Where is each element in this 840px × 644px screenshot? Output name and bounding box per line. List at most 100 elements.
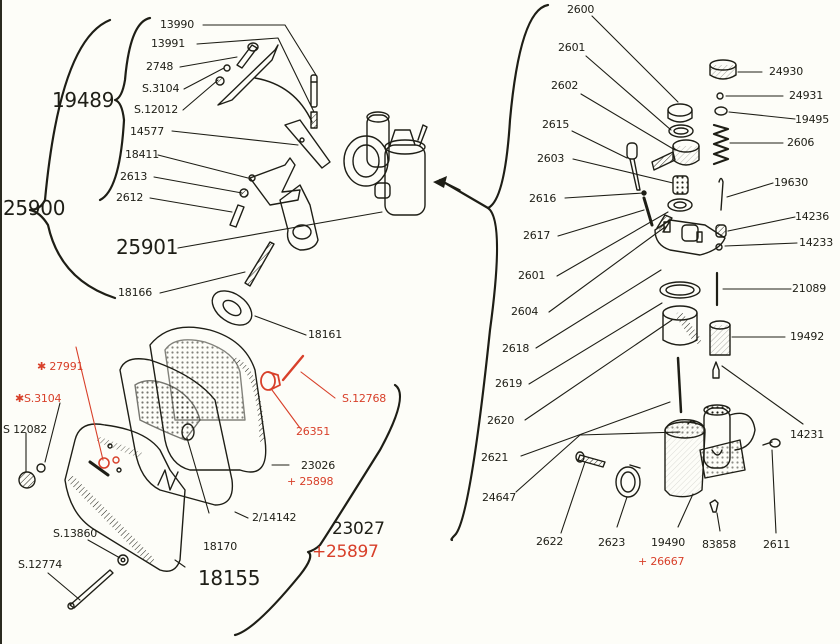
label-2616: 2616 bbox=[529, 192, 557, 205]
part-spring-13991 bbox=[310, 111, 318, 129]
brace-23027 bbox=[233, 383, 402, 637]
brace-right-group bbox=[438, 3, 550, 542]
label-14233: 14233 bbox=[799, 236, 833, 249]
part-cable-arc bbox=[254, 77, 313, 123]
label-2613: 2613 bbox=[120, 170, 148, 183]
label-2617: 2617 bbox=[523, 229, 551, 242]
part-19495 bbox=[714, 106, 728, 116]
label-2621: 2621 bbox=[481, 451, 509, 464]
label-group-25901: 25901 bbox=[116, 235, 179, 259]
label-24931: 24931 bbox=[789, 89, 823, 102]
label-2623: 2623 bbox=[598, 536, 626, 549]
part-cotter-pin-s12774 bbox=[67, 569, 114, 610]
label-2612: 2612 bbox=[116, 191, 144, 204]
part-body-19490 bbox=[664, 404, 756, 498]
leader-lines bbox=[25, 15, 804, 601]
part-filter-2603 bbox=[672, 175, 689, 195]
label-s12082: S 12082 bbox=[3, 423, 48, 436]
part-slide-19492 bbox=[709, 320, 731, 356]
part-bracket-18411 bbox=[248, 157, 301, 206]
label-14577: 14577 bbox=[130, 125, 164, 138]
part-tickler-2615 bbox=[626, 142, 641, 191]
label-group-19489: 19489 bbox=[52, 88, 115, 112]
label-14236: 14236 bbox=[795, 210, 829, 223]
brace-19489 bbox=[98, 16, 152, 202]
part-washer-2601a bbox=[668, 124, 694, 138]
part-14233 bbox=[715, 243, 723, 251]
part-screw-13990 bbox=[310, 74, 318, 108]
label-group-25900: 25900 bbox=[3, 196, 66, 220]
part-2617 bbox=[642, 196, 654, 227]
part-gasket-2618 bbox=[659, 281, 701, 299]
part-pin-s12768 bbox=[281, 354, 305, 382]
label-s3104-star: ✱S.3104 bbox=[15, 392, 62, 405]
label-26351: 26351 bbox=[296, 425, 330, 438]
label-27991: ✱ 27991 bbox=[37, 360, 84, 373]
part-screw-83858 bbox=[709, 499, 719, 513]
label-25898: + 25898 bbox=[287, 475, 334, 488]
label-2600: 2600 bbox=[567, 3, 595, 16]
label-19630: 19630 bbox=[774, 176, 808, 189]
label-2619: 2619 bbox=[495, 377, 523, 390]
part-cap-24930 bbox=[709, 59, 737, 80]
part-jet-14236 bbox=[715, 224, 727, 238]
part-spring-2606 bbox=[712, 123, 730, 166]
label-18170: 18170 bbox=[203, 540, 237, 553]
part-jet-14231 bbox=[712, 361, 720, 379]
brace-25900 bbox=[28, 18, 117, 300]
part-screw-small-2 bbox=[696, 231, 703, 243]
part-cap-2600 bbox=[667, 103, 693, 123]
label-13991: 13991 bbox=[151, 37, 185, 50]
label-24647: 24647 bbox=[482, 491, 516, 504]
label-26667: + 26667 bbox=[638, 555, 685, 568]
label-13990: 13990 bbox=[160, 18, 194, 31]
label-83858: 83858 bbox=[702, 538, 736, 551]
part-screw-small bbox=[663, 221, 671, 233]
label-2618: 2618 bbox=[502, 342, 530, 355]
part-lever-plate bbox=[217, 44, 279, 106]
part-pin-19630 bbox=[718, 177, 724, 211]
label-2-14142: 2/14142 bbox=[252, 511, 297, 524]
label-2601-top: 2601 bbox=[558, 41, 586, 54]
label-s12012: S.12012 bbox=[134, 103, 179, 116]
label-23026: 23026 bbox=[301, 459, 335, 472]
part-nut-s12082 bbox=[18, 463, 46, 489]
label-2620: 2620 bbox=[487, 414, 515, 427]
label-19490: 19490 bbox=[651, 536, 685, 549]
label-s12774: S.12774 bbox=[18, 558, 63, 571]
label-2622: 2622 bbox=[536, 535, 564, 548]
label-2606: 2606 bbox=[787, 136, 815, 149]
part-bolt-2748 bbox=[236, 42, 259, 69]
label-14231: 14231 bbox=[790, 428, 824, 441]
label-21089: 21089 bbox=[792, 282, 826, 295]
label-18411: 18411 bbox=[125, 148, 159, 161]
label-2615: 2615 bbox=[542, 118, 570, 131]
part-banjo-2602 bbox=[651, 139, 700, 171]
part-mount-25901 bbox=[279, 184, 319, 251]
label-group-23027: 23027 bbox=[332, 519, 385, 539]
label-2611: 2611 bbox=[763, 538, 791, 551]
label-18161: 18161 bbox=[308, 328, 342, 341]
part-clamp-2623 bbox=[615, 464, 641, 498]
label-group-25897: +25897 bbox=[312, 542, 379, 562]
label-19495: 19495 bbox=[795, 113, 829, 126]
label-18166: 18166 bbox=[118, 286, 152, 299]
label-2601-bottom: 2601 bbox=[518, 269, 546, 282]
label-2604: 2604 bbox=[511, 305, 539, 318]
label-24930: 24930 bbox=[769, 65, 803, 78]
part-washer-2601b bbox=[667, 198, 693, 212]
filter-cover-18155 bbox=[64, 423, 186, 572]
part-needle-2620 bbox=[676, 356, 683, 414]
label-2748: 2748 bbox=[146, 60, 174, 73]
label-s3104: S.3104 bbox=[142, 82, 180, 95]
part-screw-2611 bbox=[762, 438, 781, 448]
label-s13860: S.13860 bbox=[53, 527, 98, 540]
label-2603: 2603 bbox=[537, 152, 565, 165]
label-2602: 2602 bbox=[551, 79, 579, 92]
carburetor-overview bbox=[343, 111, 428, 216]
filter-frame-2-14142 bbox=[119, 358, 234, 506]
part-float-cover-2604 bbox=[654, 214, 726, 256]
part-screw-2622 bbox=[575, 451, 606, 468]
